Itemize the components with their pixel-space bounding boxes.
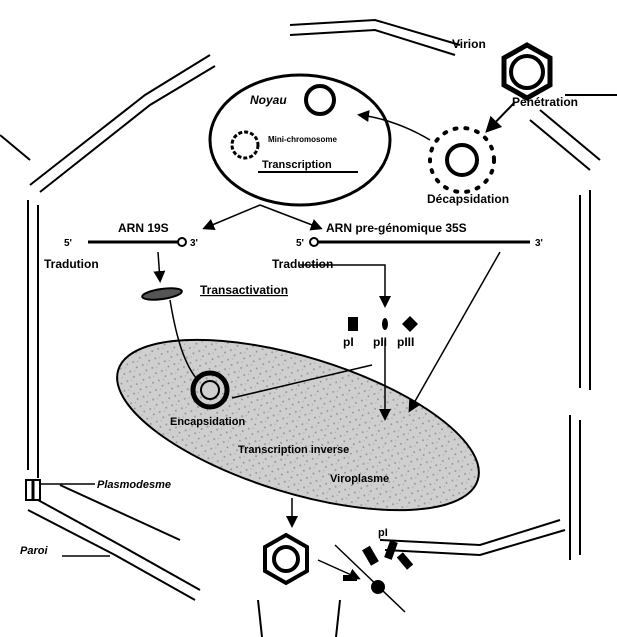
plasmodesme-pore-icon — [371, 580, 385, 594]
label-arn-19s: ARN 19S — [118, 221, 169, 235]
label-5prime-b: 5' — [296, 238, 304, 249]
plasmodesme-junction — [26, 480, 40, 500]
label-transcription: Transcription — [262, 159, 332, 171]
label-pIII: pIII — [397, 335, 414, 349]
label-3prime-b: 3' — [535, 238, 543, 249]
virion-icon — [504, 45, 550, 98]
arn-19s-strand — [88, 238, 186, 246]
label-noyau: Noyau — [250, 93, 287, 107]
label-penetration: Pénétration — [512, 95, 578, 109]
arn-35s-strand — [310, 238, 530, 246]
decapsidation-particle — [430, 128, 494, 192]
label-pI-bottom: pI — [378, 527, 388, 539]
label-pII: pII — [373, 335, 387, 349]
label-arn-35s: ARN pre-génomique 35S — [326, 221, 467, 235]
arn35s-to-viroplasm-arrow — [410, 252, 500, 410]
label-minichromosome: Mini-chromosome — [268, 135, 337, 144]
transactivator-icon — [141, 286, 182, 301]
protein-pII-icon — [382, 318, 388, 330]
label-pI: pI — [343, 335, 354, 349]
label-virion: Virion — [452, 37, 486, 51]
minichromosome-icon — [232, 132, 258, 158]
viroplasm — [98, 305, 497, 545]
translation-arrow-right — [300, 265, 385, 305]
label-traduction-right: Traduction — [272, 257, 333, 271]
penetration-arrow — [488, 102, 515, 130]
label-transcription-inverse: Transcription inverse — [238, 444, 349, 456]
transcription-arrow-right — [260, 205, 320, 228]
label-3prime-a: 3' — [190, 238, 198, 249]
label-transactivation: Transactivation — [200, 283, 288, 297]
nucleolus-icon — [306, 86, 334, 114]
transcription-arrow-left — [205, 205, 260, 228]
pI-fragments-icon — [343, 540, 413, 581]
label-traduction-left: Tradution — [44, 257, 99, 271]
cell-walls — [0, 20, 617, 637]
exiting-virion-icon — [265, 535, 307, 583]
protein-pI-icon — [348, 317, 358, 331]
label-plasmodesme: Plasmodesme — [97, 479, 171, 491]
label-encapsidation: Encapsidation — [170, 416, 245, 428]
label-5prime-a: 5' — [64, 238, 72, 249]
label-viroplasme: Viroplasme — [330, 473, 389, 485]
label-decapsidation: Décapsidation — [427, 192, 509, 206]
label-paroi: Paroi — [20, 545, 48, 557]
protein-pIII-icon — [402, 316, 418, 332]
translation-arrow-left — [158, 252, 160, 280]
decapsidation-to-nucleus-arrow — [360, 115, 430, 140]
